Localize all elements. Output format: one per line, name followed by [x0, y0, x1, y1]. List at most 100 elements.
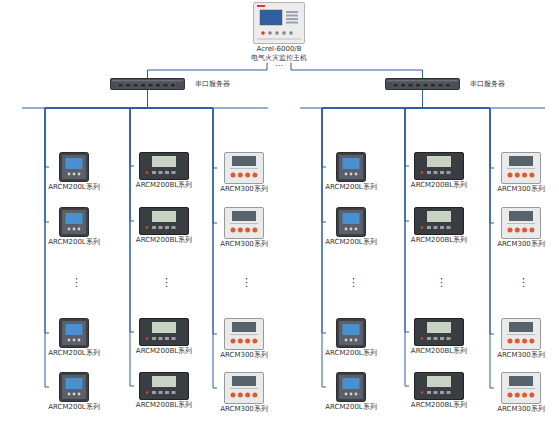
- m300-device-icon: [224, 207, 264, 239]
- node-label: 串口服务器: [470, 80, 505, 88]
- meter-button: [355, 228, 358, 231]
- network-wire: [322, 90, 423, 222]
- server-port: [423, 84, 428, 88]
- m200bl-node: ARCM200BL系列: [134, 207, 194, 244]
- m200l-device-icon: [59, 318, 89, 348]
- meter-screen: [232, 376, 256, 386]
- indicator-bar: [286, 22, 298, 24]
- meter-button: [159, 391, 163, 394]
- m300-device-icon: [501, 152, 541, 184]
- meter-face: [62, 375, 86, 399]
- meter-button: [68, 393, 71, 396]
- meter-bezel: [415, 208, 464, 235]
- m200l-device-icon: [336, 318, 366, 348]
- meter-screen: [152, 156, 176, 167]
- meter-button: [350, 393, 353, 396]
- server-highlight: [112, 80, 183, 82]
- meter-button: [159, 337, 163, 340]
- meter-screen: [427, 322, 451, 333]
- meter-body: [225, 319, 264, 350]
- meter-body: [502, 373, 541, 404]
- meter-bezel: [140, 208, 189, 235]
- node-label: ARCM200BL系列: [411, 401, 467, 409]
- m200l-node: ARCM200L系列: [326, 372, 376, 411]
- meter-screen: [427, 156, 451, 167]
- server-port: [118, 84, 123, 88]
- vertical-ellipsis: ⋮: [161, 276, 172, 289]
- m200l-device-icon: [336, 152, 366, 182]
- vertical-ellipsis: ⋮: [241, 276, 252, 289]
- panel-button: [289, 31, 293, 35]
- meter-button: [434, 171, 438, 174]
- meter-button: [172, 226, 176, 229]
- meter-button: [245, 228, 250, 233]
- meter-divider: [507, 388, 535, 389]
- node-label: ARCM200L系列: [48, 183, 100, 191]
- meter-button: [68, 228, 71, 231]
- meter-button: [345, 228, 348, 231]
- m300-node: ARCM300系列: [494, 318, 548, 359]
- meter-button: [68, 339, 71, 342]
- m200l-node: ARCM200L系列: [326, 207, 376, 246]
- status-led: [146, 226, 149, 229]
- meter-button: [529, 393, 534, 398]
- meter-button: [447, 171, 451, 174]
- meter-screen: [66, 378, 83, 389]
- m200bl-node: ARCM200BL系列: [409, 318, 469, 355]
- meter-screen: [343, 213, 360, 224]
- meter-divider: [507, 334, 535, 335]
- m300-node: ARCM300系列: [217, 207, 271, 248]
- node-label: ARCM200L系列: [48, 238, 100, 246]
- meter-face: [339, 375, 363, 399]
- meter-bezel: [337, 153, 366, 182]
- panel-button: [275, 31, 279, 35]
- meter-button: [355, 339, 358, 342]
- indicator-bar: [286, 15, 298, 17]
- meter-bezel: [60, 373, 89, 402]
- meter-button: [355, 173, 358, 176]
- brand-mark: [257, 5, 265, 7]
- network-wire: [45, 90, 148, 222]
- meter-divider: [507, 168, 535, 169]
- meter-button: [345, 173, 348, 176]
- node-label: ARCM200BL系列: [136, 401, 192, 409]
- node-label: ARCM200BL系列: [136, 236, 192, 244]
- node-label: ARCM300系列: [220, 240, 268, 248]
- meter-button: [508, 228, 513, 233]
- indicator-bar: [286, 11, 298, 13]
- m200l-node: ARCM200L系列: [49, 318, 99, 357]
- server-node: 串口服务器: [110, 78, 240, 90]
- meter-bezel: [60, 208, 89, 237]
- meter-button: [165, 171, 169, 174]
- server-port: [438, 84, 443, 88]
- meter-screen: [343, 324, 360, 335]
- m300-device-icon: [224, 318, 264, 350]
- meter-button: [427, 171, 431, 174]
- meter-screen: [66, 213, 83, 224]
- panel-vent: [257, 38, 301, 40]
- node-label: ARCM200BL系列: [411, 236, 467, 244]
- meter-button: [238, 173, 243, 178]
- m300-node: ARCM300系列: [494, 152, 548, 193]
- meter-button: [252, 173, 257, 178]
- m300-node: ARCM300系列: [217, 318, 271, 359]
- m200l-node: ARCM200L系列: [49, 207, 99, 246]
- m300-device-icon: [224, 152, 264, 184]
- meter-screen: [232, 211, 256, 221]
- m200bl-device-icon: [139, 152, 189, 180]
- vertical-ellipsis: ⋮: [518, 276, 529, 289]
- meter-button: [78, 339, 81, 342]
- node-label: ARCM200BL系列: [136, 347, 192, 355]
- meter-button: [78, 173, 81, 176]
- m200bl-device-icon: [414, 318, 464, 346]
- node-label: ARCM200L系列: [325, 238, 377, 246]
- node-label: ARCM200L系列: [48, 403, 100, 411]
- meter-button: [355, 393, 358, 396]
- network-wire: [322, 90, 423, 333]
- m300-device-icon: [501, 318, 541, 350]
- meter-bezel: [415, 153, 464, 180]
- status-led: [146, 391, 149, 394]
- status-led: [146, 171, 149, 174]
- server-port: [141, 84, 146, 88]
- m300-node: ARCM300系列: [494, 207, 548, 248]
